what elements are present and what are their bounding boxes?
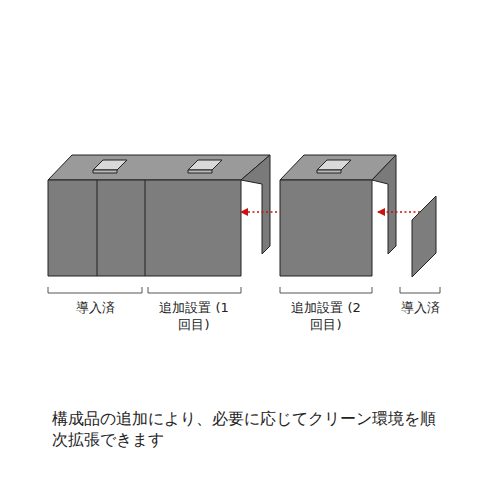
unit-seam	[145, 180, 146, 276]
booth-front	[48, 180, 241, 276]
fan-unit-edge	[93, 170, 117, 173]
insert-arrow	[378, 211, 420, 213]
bracket	[280, 287, 372, 293]
booth-front	[280, 180, 372, 276]
insert-arrow	[241, 211, 277, 213]
bracket	[400, 287, 440, 293]
part-label: 追加設置 (1回目)	[154, 299, 234, 333]
panel-seam	[97, 180, 98, 276]
fan-unit	[188, 160, 222, 170]
part-label: 導入済	[380, 299, 460, 316]
part-label: 導入済	[55, 299, 135, 316]
caption: 構成品の追加により、必要に応じてクリーン環境を順次拡張できます	[52, 408, 444, 450]
fan-unit-edge	[188, 170, 212, 173]
fan-unit	[93, 160, 127, 170]
part-label: 追加設置 (2回目)	[286, 299, 366, 333]
fan-unit	[317, 160, 351, 170]
bracket	[148, 287, 241, 293]
booth-side-frame	[241, 155, 270, 254]
end-panel	[412, 196, 436, 277]
fan-unit-edge	[317, 170, 341, 173]
booth-side-frame	[372, 155, 396, 254]
bracket	[48, 287, 142, 293]
booth-top	[48, 155, 270, 180]
